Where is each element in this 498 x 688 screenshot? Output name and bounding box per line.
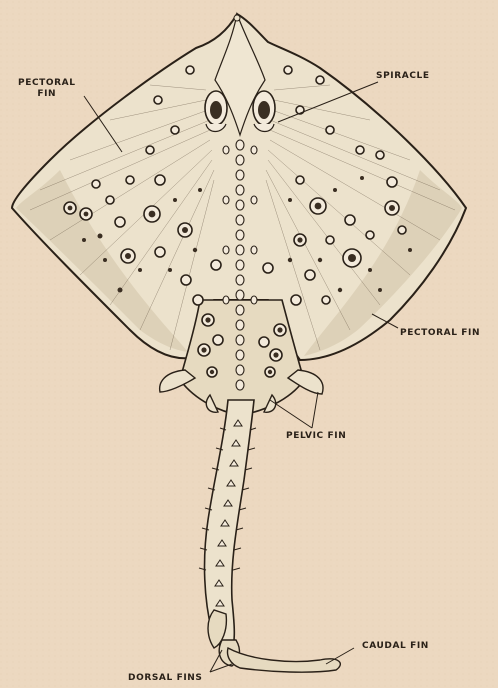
label-pectoral-fin-left: PECTORAL FIN [18, 78, 76, 100]
snout-tip [234, 15, 240, 21]
label-spiracle: SPIRACLE [376, 71, 430, 82]
label-pelvic-fin: PELVIC FIN [286, 431, 346, 442]
label-dorsal-fins: DORSAL FINS [128, 673, 202, 684]
label-caudal-fin: CAUDAL FIN [362, 641, 429, 652]
label-pectoral-fin-right: PECTORAL FIN [400, 328, 480, 339]
